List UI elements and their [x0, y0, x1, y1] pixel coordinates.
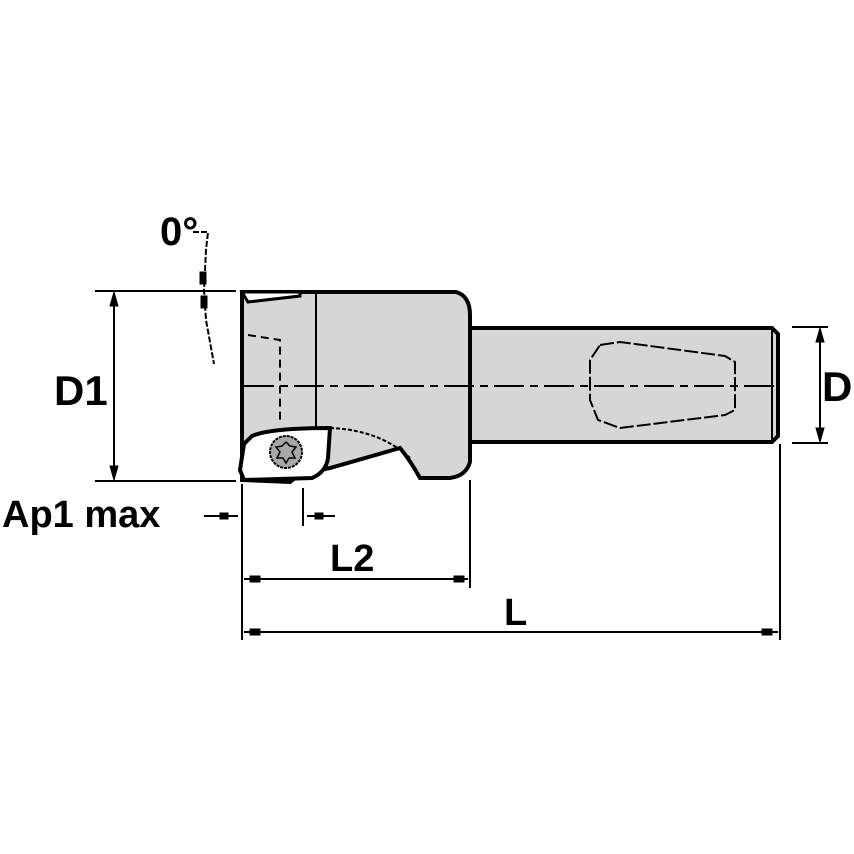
ap1-dimension [204, 484, 335, 640]
insert-screw-icon [269, 435, 303, 469]
l2-dimension [244, 480, 471, 588]
d1-dimension [95, 290, 236, 482]
l-label: L [504, 592, 528, 634]
torx-icon [274, 440, 298, 465]
cutting-insert [237, 425, 333, 483]
l-dimension [244, 444, 781, 640]
l2-label: L2 [330, 538, 375, 580]
angle-dimension [193, 231, 215, 365]
angle-label: 0° [160, 210, 199, 254]
d-dimension [792, 326, 828, 444]
weldon-flat [589, 340, 736, 430]
d1-label: D1 [54, 367, 108, 414]
ap1-label: Ap1 max [2, 494, 161, 536]
d-label: D [822, 363, 853, 410]
